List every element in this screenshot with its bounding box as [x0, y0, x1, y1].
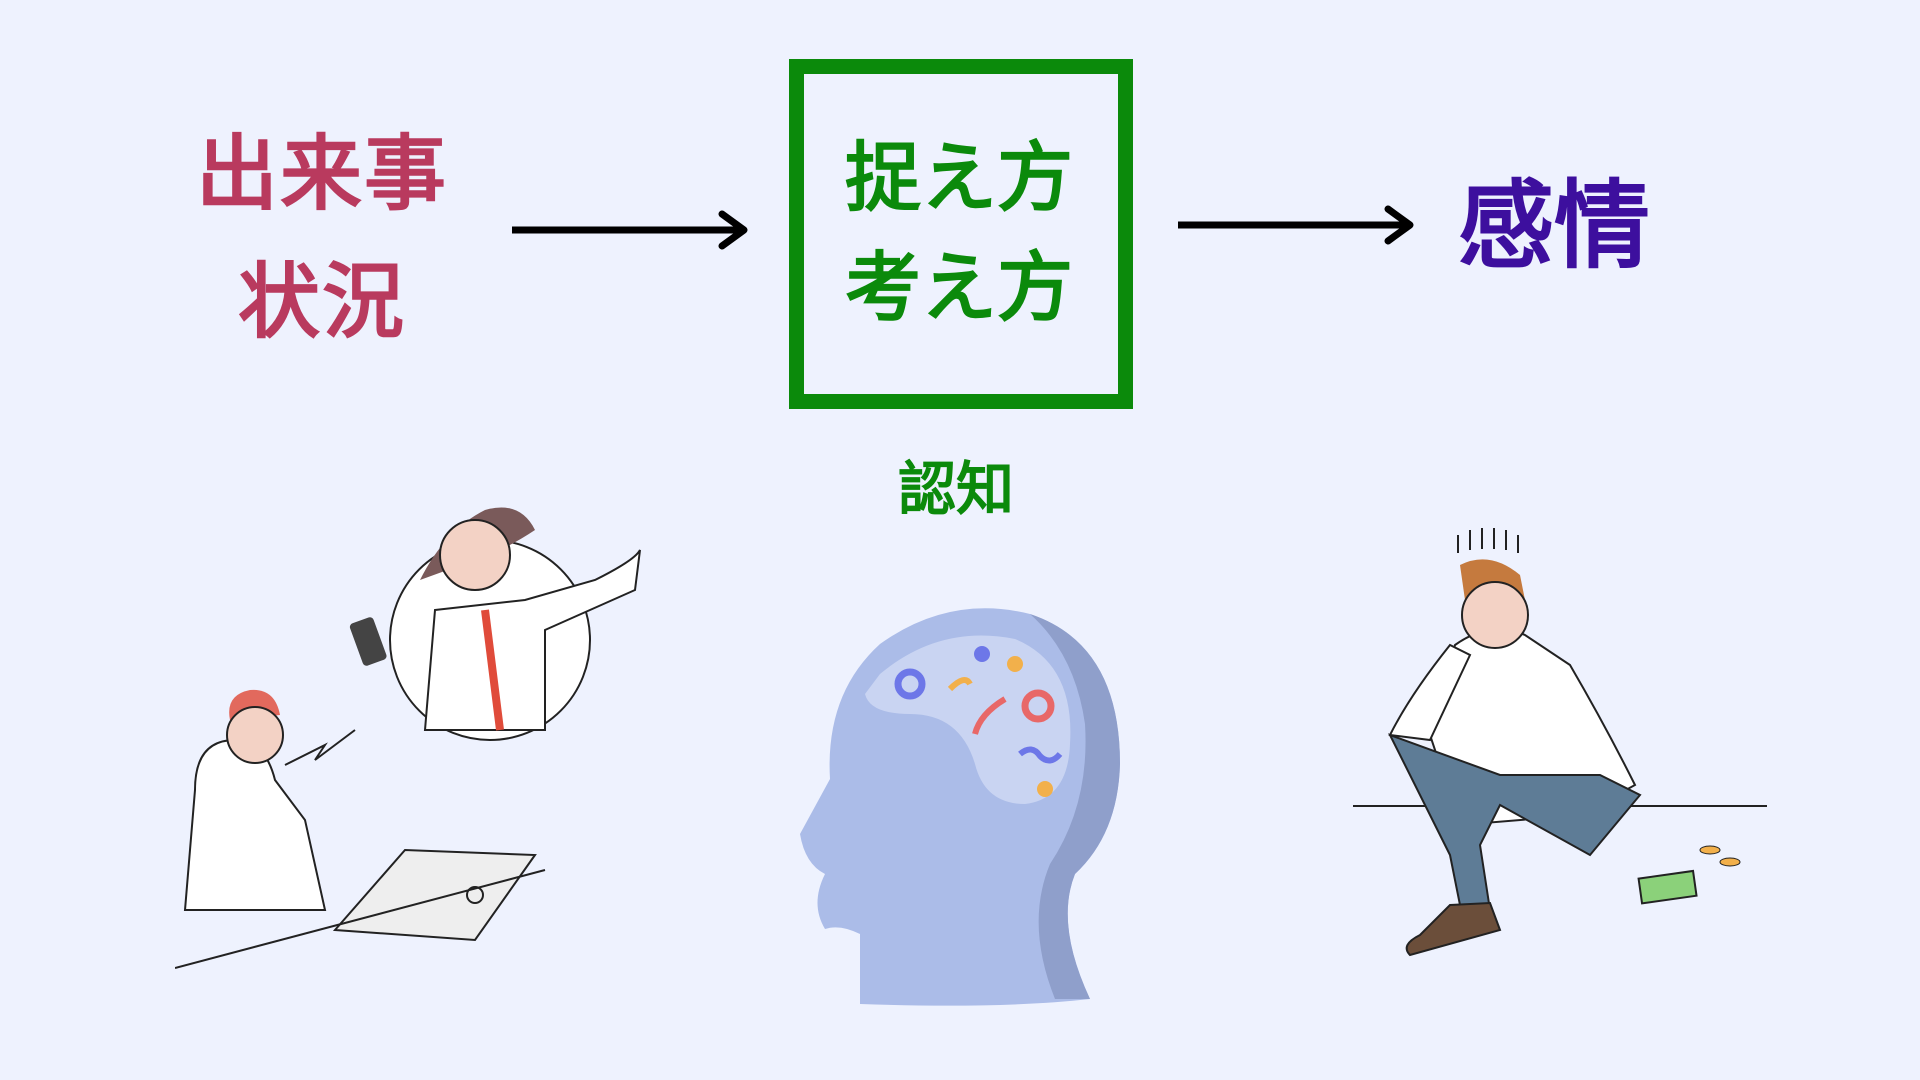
thinking-label: 考え方: [845, 243, 1073, 332]
cognition-box: [789, 59, 1133, 409]
cognition-label: 認知: [898, 455, 1015, 523]
depressed-man-illustration: [1353, 528, 1767, 957]
stressed-worker-illustration: [175, 507, 641, 969]
emotion-label: 感情: [1458, 170, 1650, 282]
arrow-right-icon: [1178, 205, 1414, 245]
situation-label: 状況: [238, 255, 407, 350]
event-label: 出来事: [196, 127, 449, 222]
brain-head-illustration: [800, 608, 1120, 1006]
perception-label: 捉え方: [845, 133, 1073, 222]
arrow-right-icon: [512, 210, 748, 250]
